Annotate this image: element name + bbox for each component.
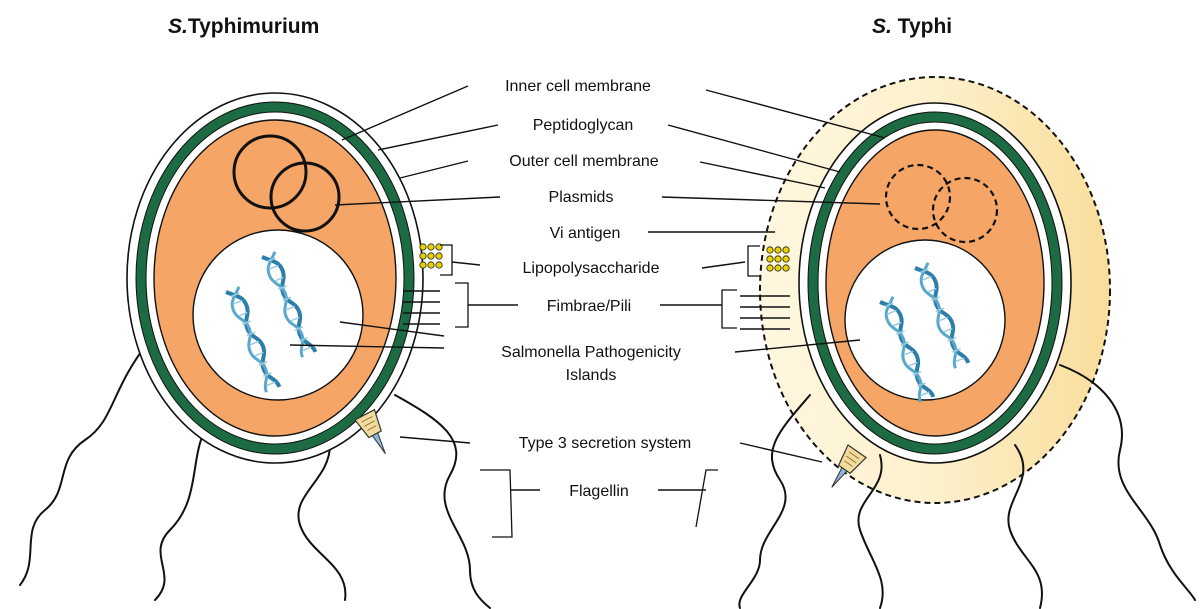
bracket-fimbrae-left	[455, 283, 468, 327]
label-spi-line2: Islands	[566, 367, 617, 384]
bracket-lps-right	[748, 246, 760, 276]
flagellum-left-2	[155, 430, 205, 600]
flagellum-left-1	[20, 340, 150, 585]
flagellum-left-3	[298, 445, 345, 600]
nucleoid-left	[193, 230, 363, 400]
label-inner-membrane: Inner cell membrane	[505, 78, 651, 95]
nucleoid-right	[845, 240, 1005, 400]
lps-left-icon	[420, 244, 442, 268]
label-outer-membrane: Outer cell membrane	[509, 153, 658, 170]
flagellum-right-1	[739, 395, 810, 608]
lps-right-icon	[767, 247, 789, 271]
label-plasmids: Plasmids	[549, 189, 614, 206]
label-t3ss: Type 3 secretion system	[519, 435, 692, 452]
label-peptidoglycan: Peptidoglycan	[533, 117, 634, 134]
bracket-flagellin-right	[696, 470, 718, 527]
title-left: S.Typhimurium	[168, 15, 319, 38]
bracket-fimbrae-right	[722, 290, 737, 328]
label-vi-antigen: Vi antigen	[550, 225, 621, 242]
encapsulated-bacterium-icon	[739, 77, 1195, 608]
label-fimbrae-pili: Fimbrae/Pili	[547, 298, 631, 315]
bracket-lps-left	[440, 245, 452, 275]
label-group: Inner cell membrane Peptidoglycan Outer …	[501, 78, 691, 500]
label-lipopolysaccharide: Lipopolysaccharide	[523, 260, 660, 277]
label-flagellin: Flagellin	[569, 483, 629, 500]
injectisome-icon	[355, 410, 395, 459]
bracket-flagellin-left	[480, 470, 512, 537]
flagellum-left-4	[395, 395, 490, 608]
label-spi-line1: Salmonella Pathogenicity	[501, 344, 681, 361]
title-right: S. Typhi	[872, 15, 952, 38]
bacterium-icon	[20, 93, 490, 608]
